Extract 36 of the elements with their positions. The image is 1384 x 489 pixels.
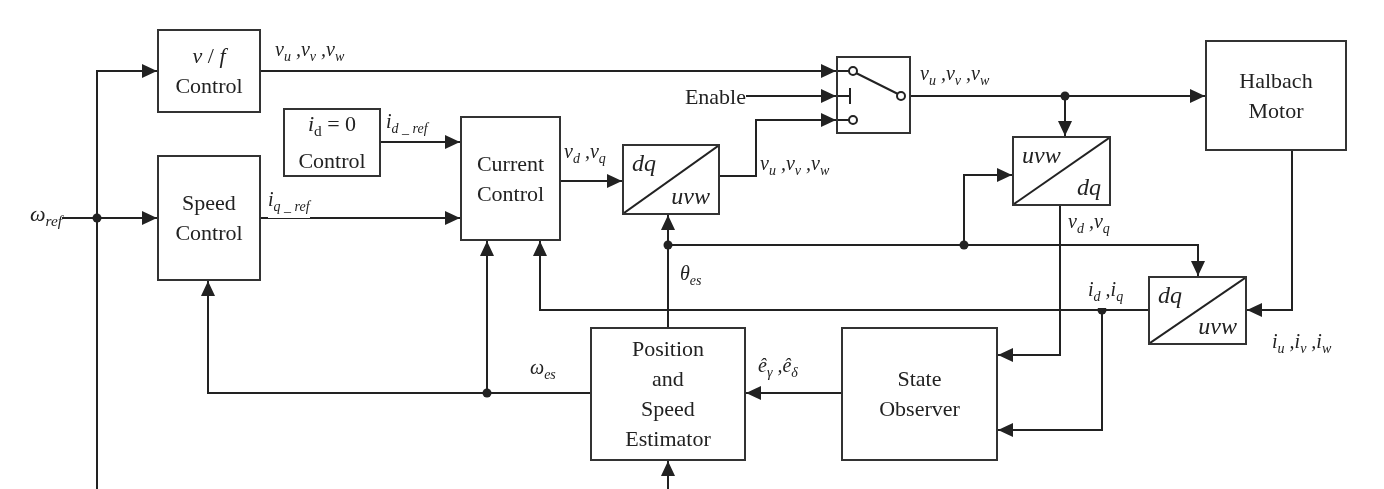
block-label: Current Control xyxy=(476,149,545,208)
switch-block xyxy=(836,56,911,134)
arrow xyxy=(745,89,837,103)
block xyxy=(157,29,261,113)
block-label: Halbach Motor xyxy=(1239,66,1313,125)
block-label: State Observer xyxy=(879,365,960,423)
block xyxy=(841,327,998,461)
frame-label: uvw xyxy=(1198,313,1237,339)
transform-block xyxy=(1148,276,1247,345)
frame-label: uvw xyxy=(671,183,710,209)
arrow xyxy=(380,135,461,149)
transform-block xyxy=(1012,136,1111,206)
transform-block xyxy=(622,144,720,215)
arrow xyxy=(997,205,1061,362)
arrow xyxy=(1246,150,1293,317)
block xyxy=(590,327,746,461)
block xyxy=(1205,40,1347,151)
block-label: Position and Speed Estimator xyxy=(625,335,711,453)
block xyxy=(460,116,561,241)
arrow xyxy=(260,211,461,225)
signal-label: ω$_{ref}$ xyxy=(29,200,62,232)
frame-label: uvw xyxy=(1022,142,1061,168)
arrow xyxy=(745,386,842,400)
arrow xyxy=(661,460,675,489)
frame-label: dq xyxy=(1077,174,1101,200)
frame-label: dq xyxy=(632,150,656,176)
arrow xyxy=(719,113,837,177)
block-label: Speed Control xyxy=(175,189,243,247)
arrow xyxy=(260,64,837,78)
block xyxy=(283,108,381,177)
block-label: v / f Control xyxy=(174,42,244,100)
block xyxy=(157,155,261,281)
signal-label: Enable xyxy=(684,83,746,111)
block-label: i$_{d}$ = 0 Control xyxy=(297,109,367,176)
arrow xyxy=(560,174,623,188)
frame-label: dq xyxy=(1158,282,1182,308)
